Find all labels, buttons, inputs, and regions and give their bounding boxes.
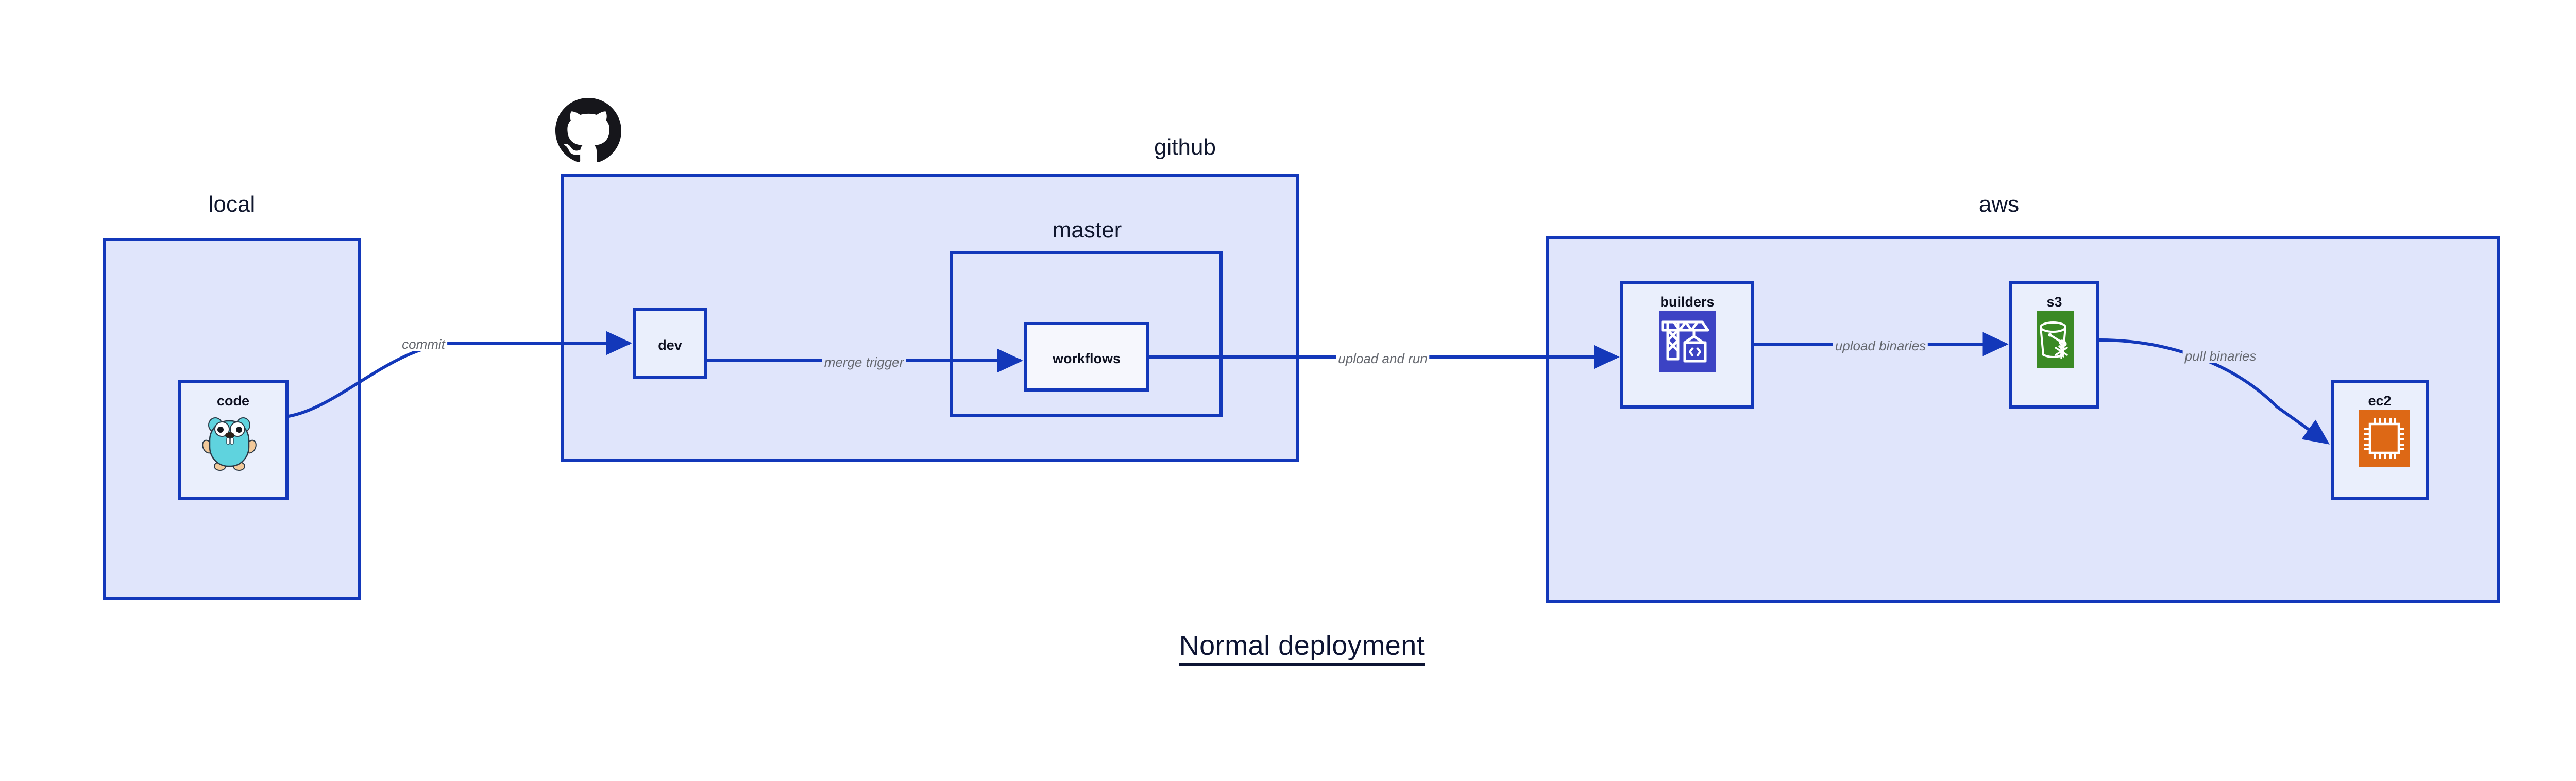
page-title-text: Normal deployment	[1179, 630, 1425, 666]
aws-ec2-icon	[2359, 410, 2410, 467]
node-label-workflows: workflows	[1052, 351, 1121, 366]
github-octocat-icon	[555, 98, 621, 164]
group-label-github: github	[1154, 134, 1216, 160]
node-box-dev[interactable]	[633, 308, 707, 379]
group-label-master: master	[1052, 217, 1122, 243]
node-label-code: code	[216, 393, 250, 409]
edge-label-pull-binaries: pull binaries	[2182, 349, 2259, 363]
node-label-ec2: ec2	[2368, 393, 2392, 409]
edge-label-upload-binaries: upload binaries	[1833, 339, 1928, 352]
aws-codebuild-icon	[1659, 311, 1716, 372]
node-label-dev: dev	[658, 337, 682, 353]
page-title: Normal deployment	[0, 630, 2576, 666]
aws-s3-glacier-icon	[2037, 311, 2074, 368]
node-box-workflows[interactable]	[1024, 322, 1149, 392]
edge-label-upload-and-run: upload and run	[1336, 352, 1430, 365]
edge-label-commit: commit	[400, 337, 447, 351]
edge-label-merge-trigger: merge trigger	[822, 355, 906, 369]
node-label-s3: s3	[2046, 294, 2062, 310]
group-label-aws: aws	[1978, 192, 2020, 217]
node-label-builders: builders	[1660, 294, 1715, 310]
go-gopher-icon	[198, 410, 260, 471]
group-label-local: local	[208, 192, 256, 217]
